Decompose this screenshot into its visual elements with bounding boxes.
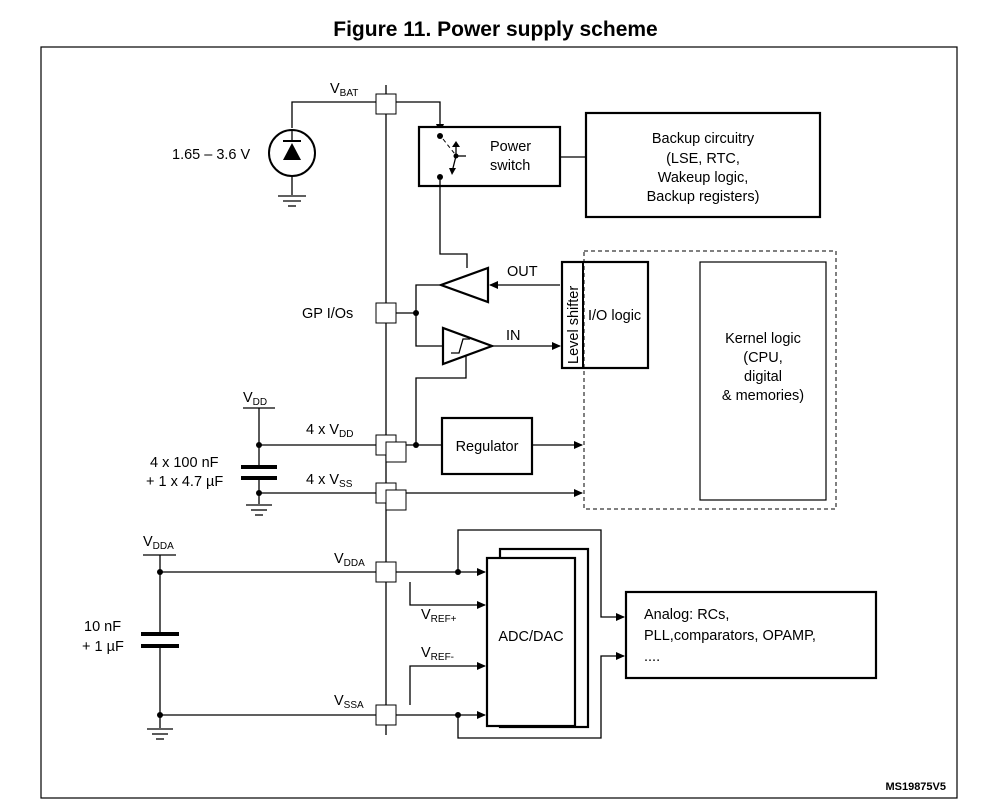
regulator-block xyxy=(440,416,534,476)
vdd-supply-label: VDD xyxy=(243,390,267,408)
vbat-pad xyxy=(375,93,397,115)
figure-frame xyxy=(40,46,958,799)
battery-voltage-label: 1.65 – 3.6 V xyxy=(172,147,251,163)
vref-plus-wire xyxy=(409,582,486,609)
analog-label-3: .... xyxy=(644,649,660,665)
vdd-caps-label-2: + 1 x 4.7 µF xyxy=(146,474,223,490)
backup-label-3: Wakeup logic, xyxy=(658,170,749,186)
kernel-label-4: & memories) xyxy=(722,388,804,404)
input-buffer xyxy=(441,326,496,366)
vdd4-label: 4 x VDD xyxy=(306,422,354,440)
buffer-supply-wire xyxy=(415,356,467,445)
analog-label-2: PLL,comparators, OPAMP, xyxy=(644,628,816,644)
in-label: IN xyxy=(506,328,521,344)
backup-label-2: (LSE, RTC, xyxy=(666,151,740,167)
output-buffer xyxy=(437,266,490,304)
vdda-to-analog-wire xyxy=(457,529,625,621)
core-domain-boundary xyxy=(583,250,837,510)
out-label: OUT xyxy=(507,264,538,280)
io-logic-label: I/O logic xyxy=(588,308,641,324)
vdda-caps-label-1: 10 nF xyxy=(84,619,121,635)
gpio-in-wire xyxy=(415,313,443,347)
battery-source-icon xyxy=(268,129,316,195)
gpio-out-wire xyxy=(415,284,441,313)
reference-code: MS19875V5 xyxy=(885,781,946,793)
adc-dac-block xyxy=(485,556,577,728)
switch-output-wire xyxy=(439,180,468,268)
backup-label-1: Backup circuitry xyxy=(652,131,755,147)
vssa-pin-label: VSSA xyxy=(334,693,364,711)
kernel-label-3: digital xyxy=(744,369,782,385)
vdda-pin-label: VDDA xyxy=(334,551,365,569)
schmitt-icon xyxy=(451,338,470,354)
vbat-wire-left xyxy=(291,101,376,128)
vdda-caps-label-2: + 1 µF xyxy=(82,639,124,655)
io-logic-block xyxy=(560,260,650,370)
analog-label-1: Analog: RCs, xyxy=(644,607,729,623)
vdd-pad-stack xyxy=(385,441,407,463)
vdd-caps-label-1: 4 x 100 nF xyxy=(150,455,219,471)
backup-circuitry-block xyxy=(584,111,822,219)
vref-plus-label: VREF+ xyxy=(421,607,457,625)
level-shifter-label: Level shifter xyxy=(566,286,582,364)
vssa-to-analog-wire xyxy=(457,652,625,739)
power-switch-label-1: Power xyxy=(490,139,531,155)
gpio-label: GP I/Os xyxy=(302,306,353,322)
backup-label-4: Backup registers) xyxy=(647,189,760,205)
kernel-logic-block xyxy=(699,261,827,501)
power-switch-label-2: switch xyxy=(490,158,530,174)
vssa-pad xyxy=(375,704,397,726)
analog-block xyxy=(624,590,878,680)
gpio-pad xyxy=(375,302,397,324)
switch-icon xyxy=(437,133,466,180)
vdda-capacitor-icon xyxy=(141,632,179,648)
vdd-capacitor-icon xyxy=(241,465,277,480)
kernel-label-2: (CPU, xyxy=(743,350,782,366)
figure-title: Figure 11. Power supply scheme xyxy=(333,18,658,41)
kernel-label-1: Kernel logic xyxy=(725,331,801,347)
adc-dac-label: ADC/DAC xyxy=(498,629,563,645)
vss-pad-stack xyxy=(385,489,407,511)
ground-icon xyxy=(246,504,272,516)
vref-minus-wire xyxy=(409,662,486,705)
vbat-wire-switch xyxy=(396,101,444,133)
vdda-supply-label: VDDA xyxy=(143,534,174,552)
regulator-label: Regulator xyxy=(456,439,519,455)
vref-minus-label: VREF- xyxy=(421,645,454,663)
ground-icon xyxy=(278,195,306,207)
ground-icon xyxy=(147,728,173,740)
vdda-pad xyxy=(375,561,397,583)
vss4-label: 4 x VSS xyxy=(306,472,353,490)
vbat-label: VBAT xyxy=(330,81,358,99)
